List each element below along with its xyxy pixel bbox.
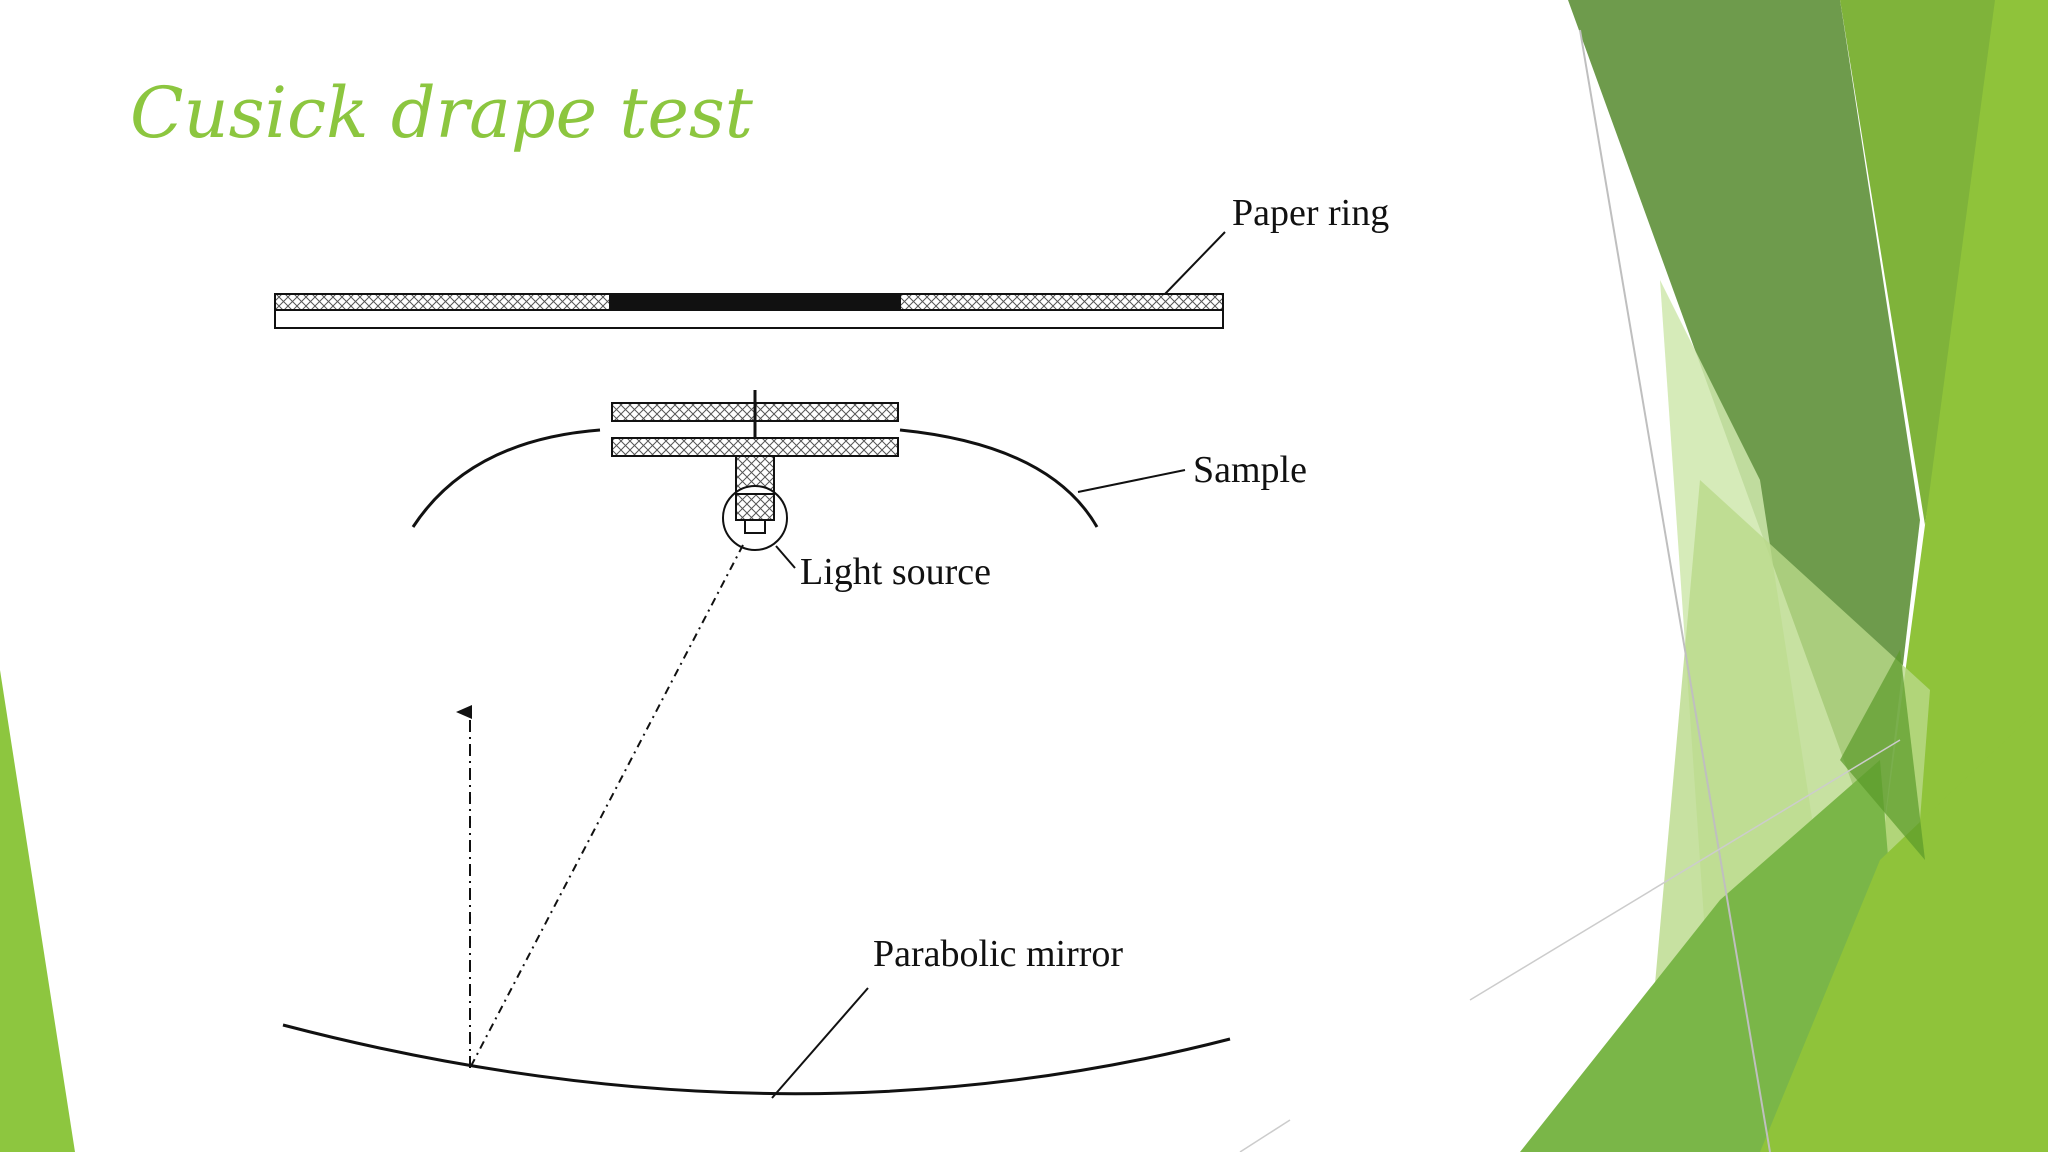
slide-title: Cusick drape test [130, 72, 753, 154]
holder-bottom-disc [611, 437, 899, 457]
paper-ring-label: Paper ring [1232, 192, 1389, 234]
paper-ring-hatched-right [899, 293, 1224, 311]
right-shard-green-2 [1760, 700, 2048, 1152]
sample-label: Sample [1193, 449, 1307, 491]
paper-ring [274, 293, 1224, 329]
sample-leader-line [1077, 469, 1186, 493]
paper-ring-black-center [609, 293, 901, 311]
light-source-leader-line [775, 545, 796, 569]
decor-line-2 [1469, 739, 1901, 1001]
decor-line-3 [1239, 1119, 1291, 1152]
bulb-base [735, 493, 775, 521]
parabolic-mirror-leader-line [771, 987, 869, 1099]
parabolic-mirror-label: Parabolic mirror [873, 933, 1123, 975]
left-green-shard [0, 670, 75, 1152]
right-shard-mid [1840, 0, 2005, 525]
paper-ring-leader-line [1164, 231, 1226, 295]
parabolic-mirror-curve [282, 1023, 1231, 1096]
light-source-bulb [722, 485, 788, 551]
paper-ring-hatched-left [274, 293, 611, 311]
sample-holder [611, 390, 899, 497]
bulb-filament [744, 520, 766, 534]
right-shard-darkline [1840, 650, 1925, 860]
incident-light-ray [469, 544, 744, 1069]
light-source-label: Light source [800, 551, 991, 593]
sample-drape-curve [411, 428, 1099, 528]
glass-plate [274, 309, 1224, 329]
decor-line-1 [1579, 29, 1771, 1152]
